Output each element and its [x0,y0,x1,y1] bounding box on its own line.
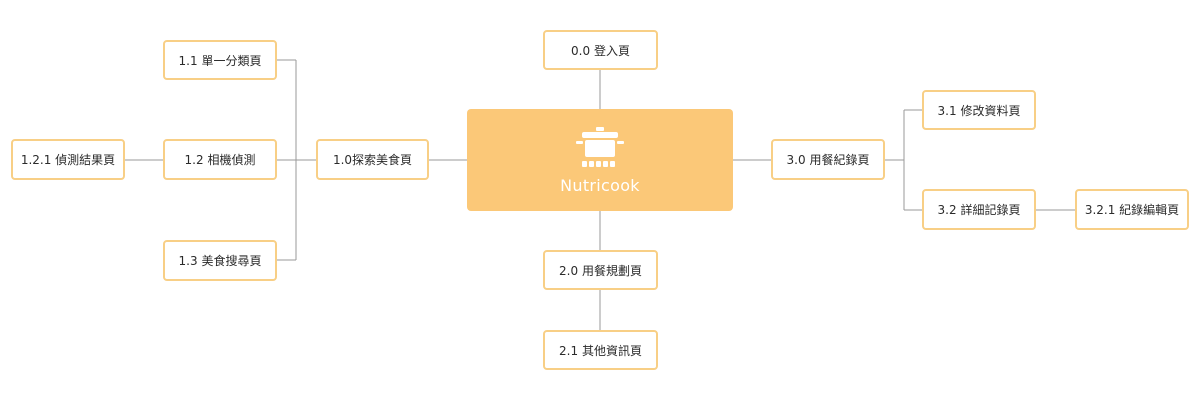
node-edit-data-page[interactable]: 3.1 修改資料頁 [922,90,1036,130]
node-login-page[interactable]: 0.0 登入頁 [543,30,658,70]
node-camera-detect[interactable]: 1.2 相機偵測 [163,139,277,180]
pot-icon [576,126,624,167]
node-food-search-page[interactable]: 1.3 美食搜尋頁 [163,240,277,281]
node-detect-result-page[interactable]: 1.2.1 偵測結果頁 [11,139,125,180]
node-record-edit-page[interactable]: 3.2.1 紀錄編輯頁 [1075,189,1189,230]
node-meal-record-page[interactable]: 3.0 用餐紀錄頁 [771,139,885,180]
root-node[interactable]: Nutricook [467,109,733,211]
node-single-category-page[interactable]: 1.1 單一分類頁 [163,40,277,80]
node-other-info-page[interactable]: 2.1 其他資訊頁 [543,330,658,370]
root-title: Nutricook [560,175,640,195]
node-detail-record-page[interactable]: 3.2 詳細記錄頁 [922,189,1036,230]
node-meal-planning-page[interactable]: 2.0 用餐規劃頁 [543,250,658,290]
node-explore-food-page[interactable]: 1.0探索美食頁 [316,139,429,180]
